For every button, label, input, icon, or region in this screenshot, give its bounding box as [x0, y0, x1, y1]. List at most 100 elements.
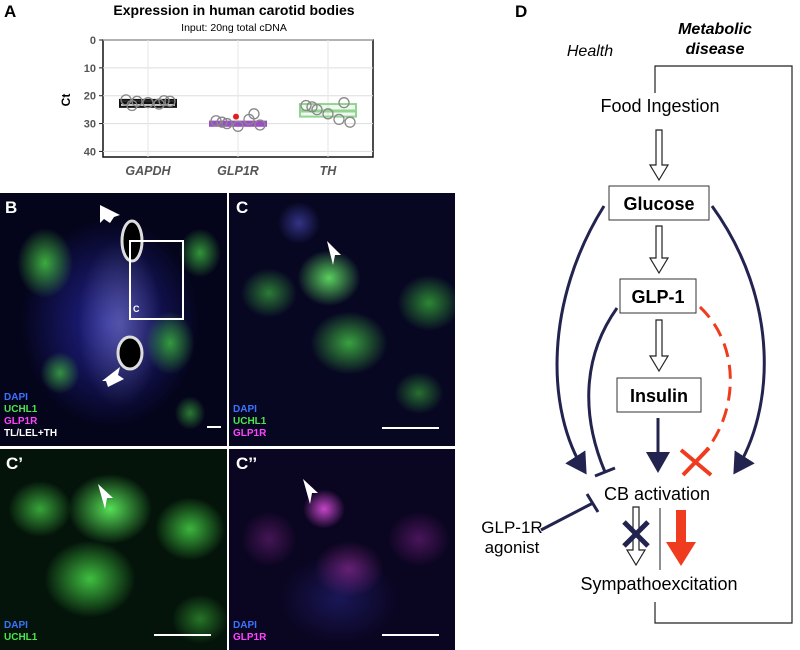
arrowhead [98, 484, 113, 509]
arrow-glucose-to-cb-left [555, 205, 606, 475]
y-tick-label: 10 [84, 63, 96, 75]
legend-uchl1: UCHL1 [4, 404, 38, 415]
legend-uchl1: UCHL1 [4, 632, 38, 643]
x-tick-label: GAPDH [125, 164, 171, 178]
panel-label-a: A [4, 2, 17, 21]
data-point [120, 94, 132, 106]
inset-box [129, 240, 184, 320]
legend-tl-lel-th: TL/LEL+TH [4, 428, 58, 439]
scale-bar [154, 634, 211, 636]
arrow-glucose-to-cb-right [710, 205, 766, 475]
legend-glp1r: GLP1R [233, 428, 267, 439]
arrow-upper [100, 205, 120, 223]
x-tick-label: TH [320, 164, 338, 178]
data-point [158, 95, 170, 107]
scale-bar [382, 634, 439, 636]
chart-title: Expression in human carotid bodies [113, 2, 354, 18]
legend-dapi: DAPI [233, 620, 257, 631]
pathway-diagram: Health Metabolic disease Food Ingestion … [481, 21, 793, 624]
arrowhead [327, 241, 341, 265]
inhibit-glp1-to-cb-disease [698, 305, 732, 457]
y-tick-label: 40 [84, 146, 96, 158]
inhibit-agonist-to-cb [540, 501, 594, 532]
y-axis-label: Ct [59, 94, 73, 107]
scale-bar [382, 427, 439, 429]
data-points [120, 94, 356, 133]
legend-c: DAPI UCHL1 GLP1R [233, 404, 266, 440]
data-point [322, 108, 334, 120]
legend-c-prime: DAPI UCHL1 [4, 620, 37, 644]
insulin-node: Insulin [630, 386, 688, 406]
glp1-box [619, 278, 697, 314]
panel-label-c-prime: C’ [6, 454, 23, 473]
data-point [338, 97, 350, 109]
micrograph-c-prime: DAPI UCHL1 [0, 449, 227, 650]
glucose-box [608, 185, 710, 221]
legend-uchl1: UCHL1 [233, 416, 267, 427]
disease-label-line1: Metabolic [678, 21, 752, 38]
legend-dapi: DAPI [4, 620, 28, 631]
arrow-food-to-glucose [648, 129, 670, 182]
micrograph-c: DAPI UCHL1 GLP1R [229, 193, 455, 446]
food-ingestion-node: Food Ingestion [600, 96, 719, 116]
data-point [221, 117, 233, 130]
micrograph-b: C DAPI UCHL1 GLP1R TL/LEL+TH [0, 193, 227, 446]
scale-bar [207, 426, 221, 428]
arrow-lower [102, 367, 124, 387]
cb-activation-node: CB activation [604, 484, 710, 504]
panel-label-c: C [236, 198, 249, 217]
red-block-2 [681, 446, 711, 477]
data-point [248, 108, 260, 120]
micrograph-c-double-prime: DAPI GLP1R [229, 449, 455, 650]
disease-loop-line [654, 65, 793, 624]
glucose-node: Glucose [623, 194, 694, 214]
data-point [142, 97, 154, 109]
data-point [344, 116, 356, 128]
agonist-line1: GLP-1R [481, 518, 542, 537]
y-tick-label: 20 [84, 91, 96, 103]
glp1-node: GLP-1 [631, 287, 684, 307]
chart-subtitle: Input: 20ng total cDNA [181, 22, 287, 34]
data-point [126, 99, 138, 112]
data-point [232, 120, 244, 133]
data-point [164, 95, 176, 107]
arrow-glucose-to-glp1 [648, 225, 670, 275]
sympathoexcitation-node: Sympathoexcitation [580, 574, 737, 594]
insulin-box [616, 377, 702, 413]
panel-label-b: B [5, 198, 18, 217]
data-point [216, 116, 228, 128]
panel-label-d: D [515, 2, 528, 21]
legend-glp1r: GLP1R [4, 416, 38, 427]
health-label: Health [567, 43, 613, 60]
x-tick-label: GLP1R [217, 164, 259, 178]
legend-dapi: DAPI [233, 404, 257, 415]
y-axis-ticks: 0 10 20 30 40 [84, 35, 103, 158]
arrow-glp1-to-insulin [648, 319, 670, 373]
data-point [306, 101, 318, 113]
inhibit-glp1-to-cb-bar [594, 466, 616, 478]
legend-b: DAPI UCHL1 GLP1R TL/LEL+TH [4, 392, 57, 440]
data-point [333, 113, 345, 126]
inhibit-glp1-to-cb [587, 307, 619, 473]
vessel-lower [116, 335, 144, 371]
arrow-cb-to-symp-disease [666, 510, 696, 566]
block-cross-2 [622, 520, 650, 548]
data-point [254, 119, 266, 131]
panel-label-c-double-prime: C’’ [236, 454, 258, 473]
data-point [210, 115, 222, 127]
legend-glp1r: GLP1R [233, 632, 267, 643]
y-tick-label: 0 [90, 35, 96, 47]
legend-dapi: DAPI [4, 392, 28, 403]
grid [103, 39, 373, 157]
inset-label: C [133, 304, 140, 314]
highlight-point [233, 113, 239, 120]
data-point [300, 99, 312, 112]
disease-label-line2: disease [686, 41, 745, 58]
arrowhead [303, 479, 318, 504]
agonist-line2: agonist [485, 538, 540, 557]
y-tick-label: 30 [84, 119, 96, 131]
legend-c-double-prime: DAPI GLP1R [233, 620, 266, 644]
expression-chart: Expression in human carotid bodies Input… [59, 2, 374, 178]
x-axis-ticks: GAPDH GLP1R TH [125, 164, 337, 178]
inhibit-agonist-to-cb-bar [585, 493, 600, 513]
